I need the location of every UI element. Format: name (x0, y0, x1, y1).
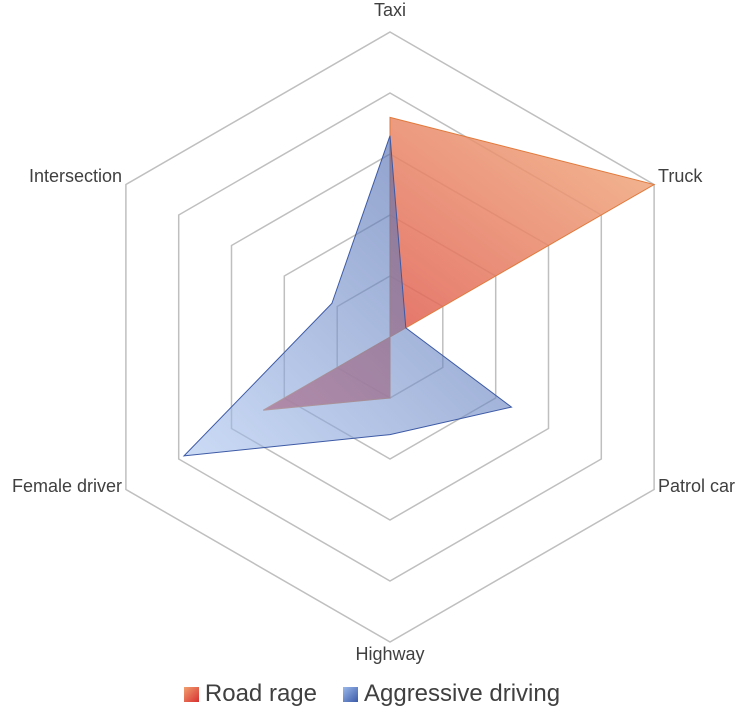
legend-label-aggressive-driving: Aggressive driving (363, 680, 561, 707)
legend: Road rage Aggressive driving (0, 680, 744, 708)
axis-label-truck: Truck (658, 166, 703, 186)
radar-series (182, 116, 656, 457)
radar-axis-labels: Taxi Truck Patrol car Highway Female dri… (12, 0, 735, 664)
series-area-aggressive-driving (182, 135, 513, 457)
legend-label-road-rage: Road rage (204, 680, 317, 707)
axis-label-intersection: Intersection (29, 166, 122, 186)
legend-swatch-aggressive-driving (342, 686, 358, 702)
axis-label-taxi: Taxi (374, 0, 406, 20)
axis-label-female-driver: Female driver (12, 476, 122, 496)
legend-swatch-road-rage (183, 686, 199, 702)
axis-label-patrol-car: Patrol car (658, 476, 735, 496)
legend-item-road-rage[interactable]: Road rage (183, 680, 317, 708)
legend-item-aggressive-driving[interactable]: Aggressive driving (342, 680, 561, 708)
axis-label-highway: Highway (355, 644, 424, 664)
radar-chart: Taxi Truck Patrol car Highway Female dri… (12, 0, 735, 664)
